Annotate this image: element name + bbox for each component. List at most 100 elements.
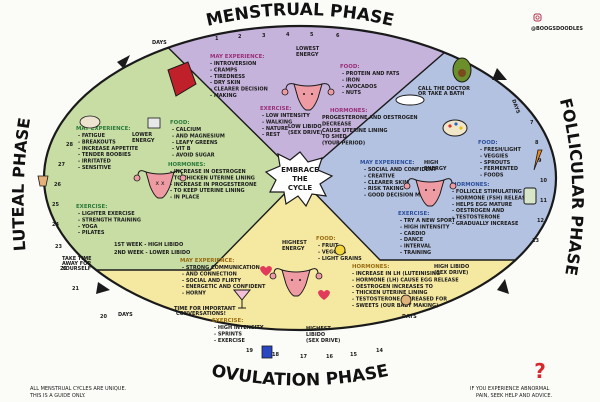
menstrual-food-title: FOOD: [340, 64, 359, 70]
luteal-phase-title: LUTEAL PHASE [9, 116, 35, 252]
follicular-exercise-item: - HIGH INTENSITY [400, 224, 450, 230]
luteal-libido: 2ND WEEK - LOWER LIBIDO [114, 250, 190, 256]
footer-note-1: ALL MENSTRUAL CYCLES ARE UNIQUE. [30, 386, 127, 392]
menstrual-energy: LOWEST [296, 46, 320, 52]
speech-bubble-text: TAKE TIME [62, 256, 92, 262]
ovulation-energy: HIGHEST [282, 240, 307, 246]
days-label: DAYS [118, 312, 133, 318]
day-number: 6 [336, 33, 340, 39]
ovulation-hormones-item: - THICKEN UTERINE LINING [352, 290, 427, 296]
menstrual-hormones-item: TO SHED [322, 134, 347, 140]
follicular-food-item: - SPROUTS [480, 160, 511, 166]
heart-icon [260, 266, 272, 276]
menstrual-energy: ENERGY [296, 52, 319, 58]
luteal-experience-item: - BREAKOUTS [78, 139, 116, 145]
luteal-experience-item: - IRRITATED [78, 159, 111, 165]
ovulation-experience-item: - AND CONNECTION [182, 271, 237, 277]
ovulation-food-item: - FRUIT [318, 243, 339, 249]
luteal-food-item: - AND MAGNESIUM [172, 133, 225, 139]
menstrual-food-item: - IRON [342, 77, 360, 83]
ovulation-phase-title: OVULATION PHASE [210, 361, 391, 391]
day-number: 22 [60, 266, 67, 272]
follicular-libido: HIGH LIBIDO [434, 264, 469, 270]
follicular-food-item: - VEGGIES [480, 153, 509, 159]
follicular-experience-item: - CREATIVE [364, 173, 395, 179]
follicular-exercise-item: - CARDIO [400, 231, 425, 237]
ovulation-food-item: - LIGHT GRAINS [318, 256, 362, 262]
luteal-energy: ENERGY [132, 138, 155, 144]
ovulation-energy: ENERGY [282, 246, 305, 252]
luteal-hormones-item: - INCREASE IN PROGESTERONE [170, 182, 257, 188]
day-number: 8 [535, 140, 539, 146]
follicular-experience-item: - CLEARER SKIN [364, 180, 408, 186]
luteal-exercise-item: - STRENGTH TRAINING [78, 217, 141, 223]
ovulation-libido: (SEX DRIVE) [306, 338, 340, 344]
speech-bubble-text: TIME FOR IMPORTANT [174, 306, 236, 312]
day-number: 11 [540, 198, 547, 204]
cupcake-icon [37, 175, 49, 187]
menstrual-food-item: - PROTEIN AND FATS [342, 71, 400, 77]
center-burst [264, 151, 334, 208]
day-number: 27 [58, 162, 65, 168]
speech-bubble-text: AWAY FOR [62, 261, 91, 267]
ovulation-libido: HIGHEST [306, 326, 331, 332]
follicular-phase-title: FOLLICULAR PHASE [556, 96, 587, 277]
menstrual-experience-item: - CRAMPS [210, 67, 238, 73]
ovulation-exercise-title: EXERCISE: [212, 318, 243, 324]
instagram-icon [533, 13, 542, 22]
svg-text:x x: x x [155, 180, 164, 187]
arrow-icon [96, 282, 110, 294]
menstrual-experience-item: - DRY SKIN [210, 80, 240, 86]
follicular-hormones-item: - GRADUALLY INCREASE [452, 221, 519, 227]
follicular-experience-title: MAY EXPERIENCE: [360, 160, 414, 166]
follicular-energy: HIGH [424, 160, 438, 166]
day-number: 28 [66, 142, 73, 148]
speech-bubble-text: YOURSELF [61, 266, 91, 272]
luteal-exercise-item: - YOGA [78, 224, 98, 230]
day-number: 19 [246, 348, 253, 354]
day-number: 13 [532, 238, 539, 244]
uterus-icon [269, 268, 323, 297]
luteal-food-item: - LEAFY GREENS [172, 140, 218, 146]
menstrual-experience-item: - CLEARER DECISION [210, 87, 268, 93]
menstrual-hormones-title: HORMONES: [330, 108, 367, 114]
luteal-exercise-item: - LIGHTER EXERCISE [78, 211, 135, 217]
luteal-experience-item: - TENDER BOOBIES [78, 152, 131, 158]
follicular-food-title: FOOD: [478, 140, 497, 146]
follicular-hormones-item: - HORMONE (FSH) RELEASE [452, 195, 530, 201]
luteal-food-item: - VIT B [172, 146, 191, 152]
menstrual-hormones-item: PROGESTERONE AND OESTROGEN [322, 115, 418, 121]
day-number: 3 [262, 33, 266, 39]
ovulation-hormones-item: - TESTOSTERONE INCREASED FOR [352, 297, 447, 303]
ovulation-experience-item: - HORNY [182, 291, 206, 297]
warning-note-2: PAIN, SEEK HELP AND ADVICE. [476, 393, 553, 399]
follicular-experience-item: - RISK TAKING [364, 186, 404, 192]
notebook-icon [261, 345, 273, 359]
arrow-icon [492, 68, 507, 80]
days-label: DAYS [510, 99, 521, 115]
menstrual-exercise-item: - WALKING [262, 119, 292, 125]
ovulation-exercise-item: - EXERCISE [214, 338, 245, 344]
menstrual-hormones-item: (YOUR PERIOD) [322, 141, 365, 147]
luteal-food-item: - CALCIUM [172, 127, 201, 133]
day-number: 26 [54, 182, 61, 188]
menstrual-libido: (SEX DRIVE) [288, 130, 322, 136]
bathtub-icon [395, 94, 425, 106]
follicular-exercise-item: - INTERVAL [400, 244, 432, 250]
follicular-hormones-title: HORMONES: [452, 182, 489, 188]
follicular-hormones-item: - HELPS EGG MATURE [452, 202, 513, 208]
ovulation-food-item: - VEGGIES [318, 249, 347, 255]
ovulation-experience-item: - SOCIAL AND FLIRTY [182, 278, 241, 284]
follicular-exercise-item: - DANCE [400, 237, 424, 243]
ovulation-experience-item: - ENERGETIC AND CONFIDENT [182, 284, 266, 290]
luteal-experience-title: MAY EXPERIENCE: [76, 126, 130, 132]
day-number: 10 [540, 178, 547, 184]
luteal-hormones-item: - IN PLACE [170, 195, 200, 201]
luteal-experience-item: - SENSITIVE [78, 165, 112, 171]
arrow-icon [117, 55, 130, 69]
lemon-icon [334, 244, 346, 256]
menstrual-hormones-item: DECREASE [322, 121, 352, 127]
follicular-food-item: - FERMENTED [480, 166, 518, 172]
follicular-hormones-item: - TESTOSTERONE [452, 215, 501, 221]
